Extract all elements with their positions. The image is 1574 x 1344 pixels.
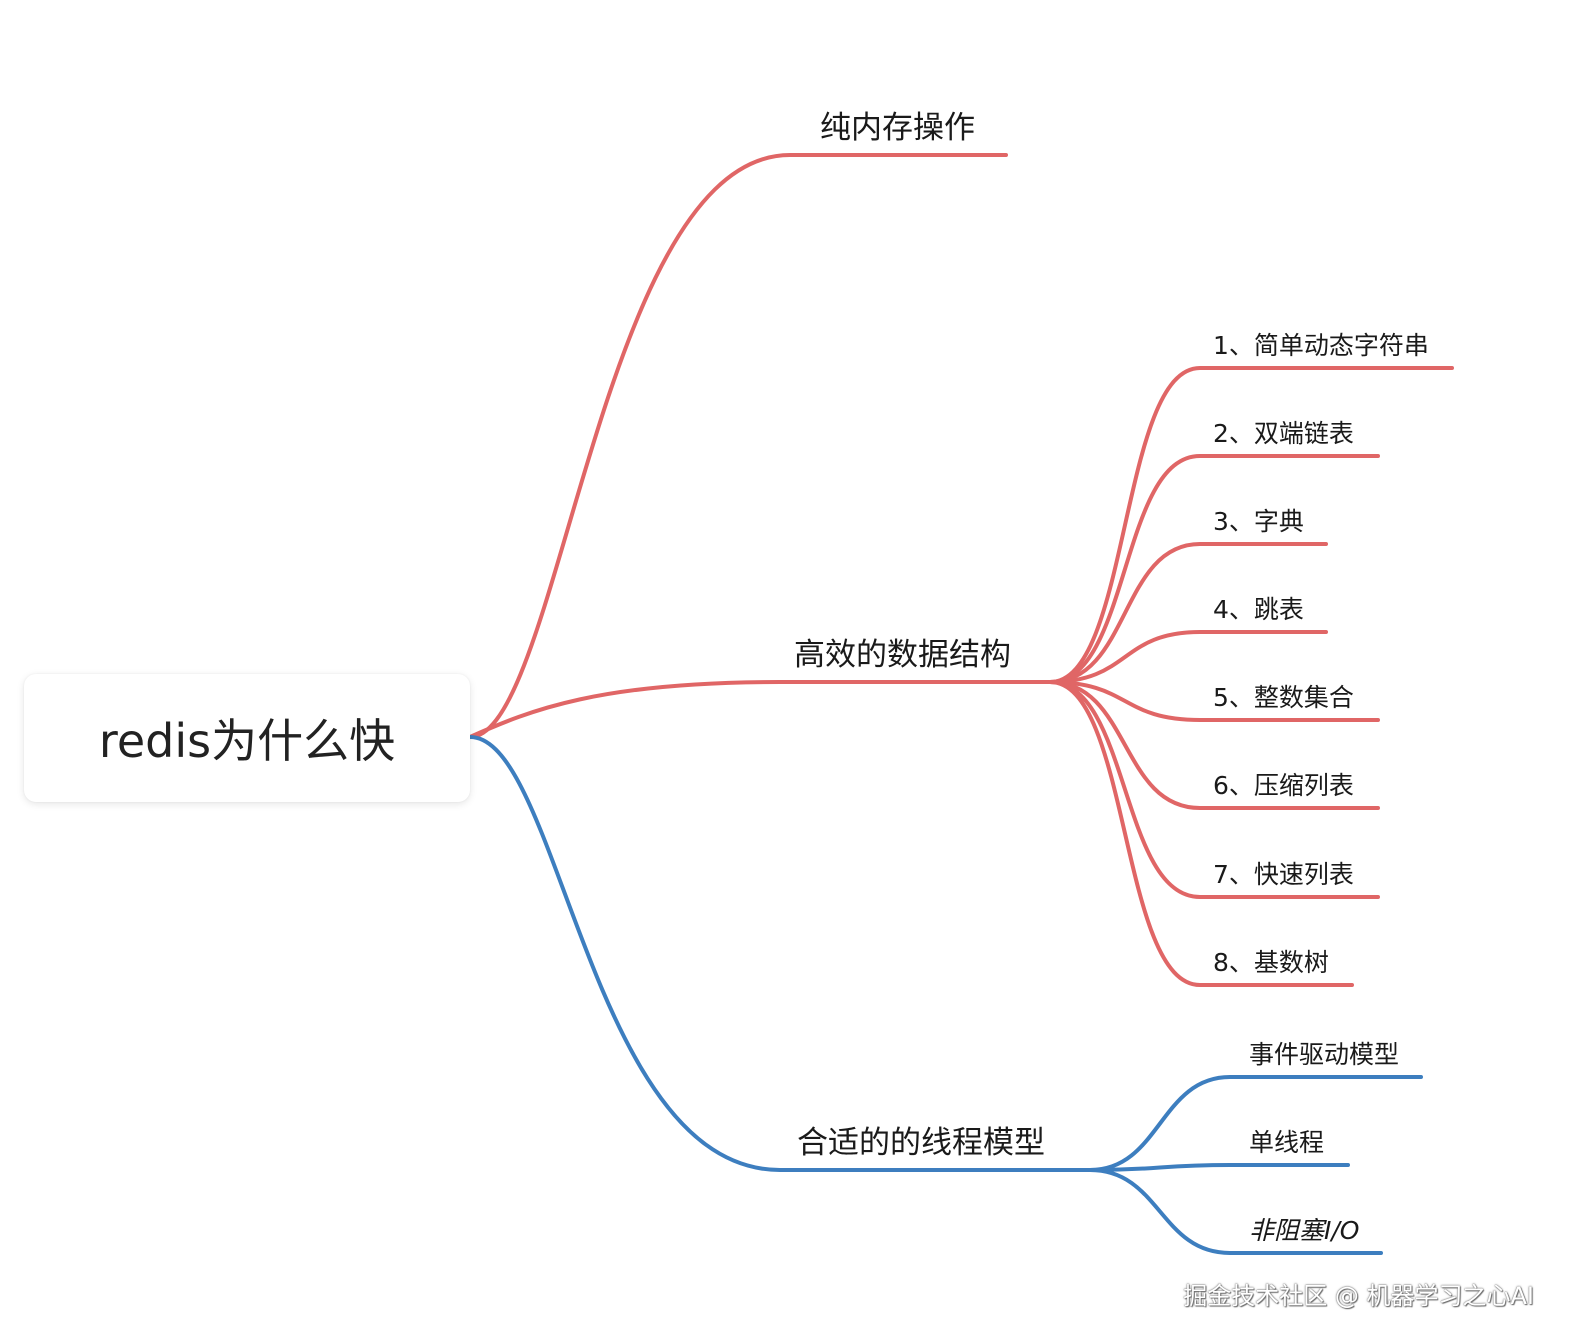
connector-ds-7 (1048, 680, 1380, 899)
branch-node-thread-model[interactable]: 合适的的线程模型 (797, 1117, 1045, 1162)
connector-ds-8 (1048, 680, 1354, 987)
leaf-label: 3、字典 (1213, 507, 1304, 536)
leaf-node[interactable]: 8、基数树 (1213, 943, 1329, 979)
leaf-node[interactable]: 6、压缩列表 (1213, 766, 1354, 802)
leaf-node[interactable]: 非阻塞I/O (1249, 1211, 1359, 1247)
connector-root-to-branch-3 (468, 735, 1092, 1172)
leaf-label: 5、整数集合 (1213, 683, 1354, 712)
leaf-label: 4、跳表 (1213, 595, 1304, 624)
connector-root-to-branch-1 (468, 153, 1008, 739)
connector-ds-2 (1048, 454, 1380, 684)
branch-label: 合适的的线程模型 (797, 1125, 1045, 1161)
root-node[interactable]: redis为什么快 (24, 674, 470, 802)
leaf-label: 事件驱动模型 (1249, 1040, 1400, 1069)
leaf-node[interactable]: 3、字典 (1213, 502, 1304, 538)
leaf-label: 6、压缩列表 (1213, 771, 1354, 800)
leaf-node[interactable]: 2、双端链表 (1213, 414, 1354, 450)
leaf-label: 2、双端链表 (1213, 419, 1354, 448)
branch-label: 纯内存操作 (820, 110, 975, 146)
connector-thread-3 (1088, 1168, 1383, 1255)
leaf-node[interactable]: 4、跳表 (1213, 590, 1304, 626)
connector-ds-4 (1048, 630, 1328, 684)
connector-thread-2 (1088, 1163, 1350, 1172)
connector-ds-5 (1048, 680, 1380, 722)
leaf-node[interactable]: 单线程 (1249, 1123, 1324, 1159)
leaf-node[interactable]: 1、简单动态字符串 (1213, 326, 1429, 362)
root-node-label: redis为什么快 (98, 714, 396, 768)
branch-node-pure-memory[interactable]: 纯内存操作 (820, 102, 975, 147)
watermark: 掘金技术社区 @ 机器学习之心AI (1183, 1282, 1534, 1310)
leaf-node[interactable]: 7、快速列表 (1213, 855, 1354, 891)
connector-ds-3 (1048, 542, 1328, 684)
connector-root-to-branch-2 (468, 680, 1052, 739)
branch-label: 高效的数据结构 (794, 637, 1011, 673)
connector-ds-1 (1048, 366, 1454, 684)
leaf-node[interactable]: 事件驱动模型 (1249, 1035, 1399, 1071)
connector-ds-6 (1048, 680, 1380, 810)
branch-node-data-structures[interactable]: 高效的数据结构 (794, 629, 1011, 674)
leaf-label: 8、基数树 (1213, 948, 1329, 977)
leaf-label: 7、快速列表 (1213, 860, 1354, 889)
connector-thread-1 (1088, 1075, 1423, 1172)
leaf-node[interactable]: 5、整数集合 (1213, 678, 1354, 714)
leaf-label: 1、简单动态字符串 (1213, 331, 1429, 360)
leaf-label: 单线程 (1249, 1128, 1325, 1157)
leaf-label: 非阻塞I/O (1249, 1216, 1360, 1245)
